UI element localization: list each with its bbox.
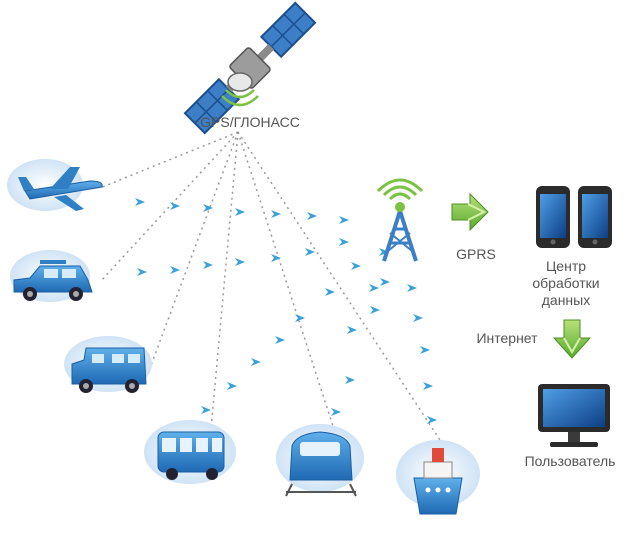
- signal-arrow-icon: [339, 238, 349, 246]
- signal-arrow-icon: [201, 406, 211, 414]
- signal-arrow-icon: [170, 202, 180, 210]
- satellite-label: GPS/ГЛОНАСС: [200, 114, 300, 130]
- user-label: Пользователь: [524, 453, 616, 469]
- signal-path: [99, 131, 239, 283]
- signal-arrow-icon: [135, 198, 145, 206]
- signal-arrows: [135, 198, 437, 424]
- signal-arrow-icon: [339, 216, 349, 224]
- signal-arrow-icon: [271, 254, 281, 262]
- bus-icon: [144, 420, 236, 484]
- signal-arrow-icon: [379, 248, 389, 256]
- smartphones-icon: [536, 186, 612, 248]
- data-center-label: Центр обработки данных: [532, 258, 600, 308]
- signal-arrow-icon: [137, 268, 147, 276]
- signal-path: [209, 131, 239, 441]
- signal-arrow-icon: [370, 306, 380, 314]
- car-icon: [10, 250, 93, 302]
- signal-arrow-icon: [380, 278, 390, 286]
- signal-arrow-icon: [170, 266, 180, 274]
- monitor-icon: [538, 384, 610, 447]
- arrow-down-icon: [552, 319, 592, 359]
- camper-van-icon: [64, 336, 152, 393]
- signal-arrow-icon: [235, 208, 245, 216]
- radio-tower-icon: [376, 178, 424, 262]
- signal-path: [99, 131, 239, 189]
- signal-arrow-icon: [413, 314, 423, 322]
- arrow-right-icon: [451, 192, 489, 232]
- signal-arrow-icon: [345, 376, 355, 384]
- signal-arrow-icon: [369, 284, 379, 292]
- signal-arrow-icon: [325, 288, 335, 296]
- signal-arrow-icon: [351, 262, 361, 270]
- signal-paths: [99, 131, 441, 449]
- signal-arrow-icon: [251, 358, 261, 366]
- signal-path: [237, 131, 341, 449]
- train-icon: [276, 424, 364, 497]
- satellite-dish-icon: [221, 72, 259, 107]
- signal-arrow-icon: [227, 382, 237, 390]
- internet-label: Интернет: [476, 330, 538, 346]
- airplane-icon: [7, 159, 103, 211]
- signal-arrow-icon: [407, 284, 417, 292]
- gprs-label: GPRS: [456, 246, 496, 262]
- ship-icon: [396, 440, 480, 515]
- signal-arrow-icon: [307, 212, 317, 220]
- signal-arrow-icon: [275, 336, 285, 344]
- signal-arrow-icon: [203, 261, 213, 269]
- signal-arrow-icon: [331, 408, 341, 416]
- signal-arrow-icon: [423, 382, 433, 390]
- signal-arrow-icon: [203, 204, 213, 212]
- signal-arrow-icon: [420, 346, 430, 354]
- signal-arrow-icon: [235, 258, 245, 266]
- signal-path: [149, 131, 239, 369]
- signal-arrow-icon: [295, 314, 305, 322]
- signal-path: [237, 131, 441, 441]
- signal-arrow-icon: [305, 248, 315, 256]
- signal-arrow-icon: [271, 210, 281, 218]
- signal-arrow-icon: [427, 416, 437, 424]
- signal-arrow-icon: [347, 326, 357, 334]
